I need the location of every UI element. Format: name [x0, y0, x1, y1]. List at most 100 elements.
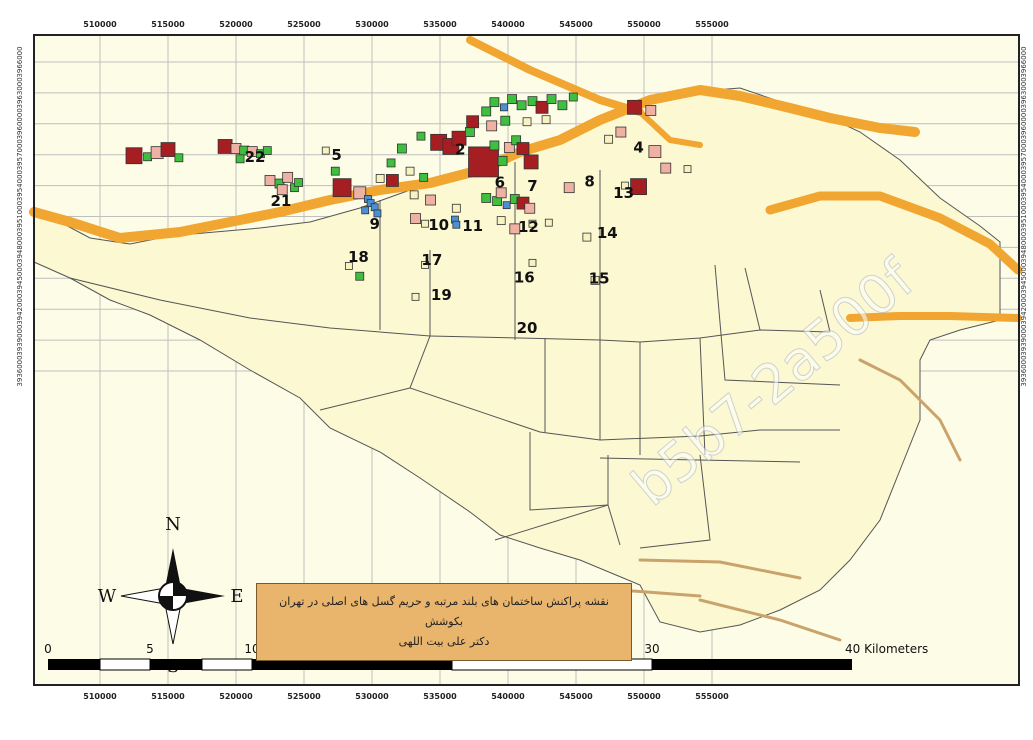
district-label: 21	[270, 192, 291, 210]
building-marker	[683, 165, 692, 174]
x-tick-label-top: 515000	[151, 20, 185, 29]
x-tick-label-bottom: 515000	[151, 692, 185, 701]
scale-label-10: 10	[244, 642, 259, 656]
building-marker	[500, 103, 508, 112]
building-marker	[361, 206, 370, 215]
y-tick-label-left: 3951000	[16, 201, 24, 232]
scale-segment	[99, 658, 151, 671]
building-marker	[353, 186, 367, 200]
building-marker	[419, 172, 429, 182]
building-marker	[411, 292, 420, 301]
building-marker	[373, 209, 382, 218]
building-marker	[546, 94, 557, 104]
district-label: 18	[348, 248, 369, 266]
scale-label-40: 40 Kilometers	[845, 642, 928, 656]
district-label: 19	[431, 286, 452, 304]
building-marker	[502, 201, 511, 210]
building-marker	[507, 94, 517, 104]
building-marker	[421, 261, 429, 269]
legend-author: دکتر علی بیت اللهی	[398, 635, 490, 648]
y-tick-label-right: 3963000	[1020, 77, 1028, 108]
district-label: 5	[331, 146, 341, 164]
x-tick-label-bottom: 520000	[219, 692, 253, 701]
building-marker	[630, 178, 647, 196]
building-marker	[516, 100, 527, 111]
y-tick-label-right: 3951000	[1020, 201, 1028, 232]
y-tick-label-left: 3936000	[16, 355, 24, 386]
building-marker	[282, 171, 294, 183]
district-label: 15	[589, 269, 610, 287]
x-tick-label-top: 525000	[287, 20, 321, 29]
map-legend: نقشه پراکنش ساختمان های بلند مرتبه و حری…	[256, 583, 632, 661]
building-marker	[486, 120, 498, 132]
district-label: 12	[518, 218, 539, 236]
building-marker	[465, 127, 475, 137]
compass-arm-north	[165, 548, 181, 588]
y-tick-label-left: 3960000	[16, 108, 24, 139]
building-marker	[276, 184, 288, 196]
compass-arm-east	[181, 588, 225, 604]
building-marker	[397, 143, 407, 154]
building-marker	[497, 155, 508, 166]
x-tick-label-top: 535000	[423, 20, 457, 29]
x-tick-label-bottom: 525000	[287, 692, 321, 701]
y-tick-label-right: 3936000	[1020, 355, 1028, 386]
building-marker	[405, 166, 415, 176]
city-area	[33, 87, 1001, 633]
y-tick-label-right: 3942000	[1020, 294, 1028, 325]
legend-title: نقشه پراکنش ساختمان های بلند مرتبه و حری…	[279, 595, 609, 608]
building-marker	[421, 219, 429, 228]
building-marker	[535, 100, 549, 114]
scale-label-0: 0	[44, 642, 52, 656]
building-marker	[330, 166, 340, 176]
coordinate-ticks: 5100005100005150005150005200005200005250…	[16, 20, 1028, 701]
scale-label-30: 30	[644, 642, 659, 656]
y-tick-label-right: 3939000	[1020, 325, 1028, 356]
x-tick-label-bottom: 555000	[695, 692, 729, 701]
y-tick-label-left: 3939000	[16, 325, 24, 356]
building-marker	[321, 146, 330, 155]
building-marker	[582, 232, 592, 242]
building-marker	[590, 275, 600, 285]
building-marker	[528, 219, 537, 228]
y-tick-label-left: 3954000	[16, 170, 24, 201]
building-marker	[425, 194, 436, 206]
building-marker	[523, 154, 539, 170]
scale-label-5: 5	[146, 642, 154, 656]
compass-north: N	[165, 514, 181, 535]
y-tick-label-right: 3966000	[1020, 46, 1028, 77]
district-label: 22	[245, 148, 266, 166]
building-marker	[355, 271, 365, 281]
building-marker	[235, 154, 245, 164]
district-label: 11	[462, 217, 483, 235]
building-marker	[264, 175, 276, 186]
y-tick-label-left: 3957000	[16, 139, 24, 170]
x-tick-label-bottom: 535000	[423, 692, 457, 701]
building-marker	[544, 218, 553, 227]
compass-west: W	[98, 586, 117, 607]
y-tick-label-right: 3960000	[1020, 108, 1028, 139]
building-marker	[645, 105, 657, 116]
building-marker	[563, 182, 575, 194]
scale-segment	[201, 658, 253, 671]
district-label: 9	[370, 215, 380, 233]
x-tick-label-top: 555000	[695, 20, 729, 29]
x-tick-label-bottom: 530000	[355, 692, 389, 701]
district-label: 6	[495, 174, 505, 192]
y-tick-label-left: 3963000	[16, 77, 24, 108]
building-marker	[143, 152, 153, 162]
x-tick-label-top: 520000	[219, 20, 253, 29]
y-tick-label-left: 3966000	[16, 46, 24, 77]
district-label: 20	[517, 319, 538, 337]
building-marker	[509, 223, 521, 235]
building-marker	[511, 135, 522, 146]
building-marker	[541, 115, 551, 125]
building-marker	[604, 134, 614, 144]
building-marker	[466, 115, 480, 129]
building-marker	[174, 153, 184, 163]
district-label: 13	[613, 184, 634, 202]
building-marker	[344, 262, 353, 270]
compass-rose: N S E W	[98, 514, 244, 677]
y-tick-label-right: 3957000	[1020, 139, 1028, 170]
